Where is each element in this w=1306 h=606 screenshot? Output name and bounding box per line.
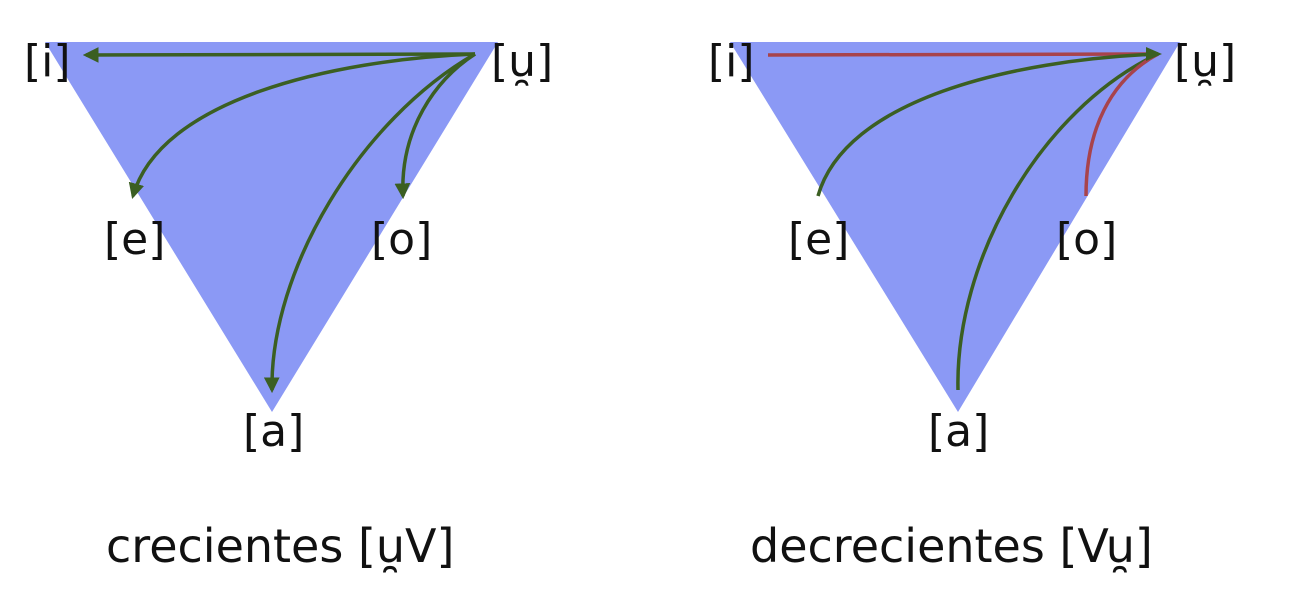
vowel-label-i: [i]	[708, 36, 755, 87]
vowel-label-a: [a]	[243, 406, 304, 457]
vowel-label-e: [e]	[104, 214, 165, 265]
arrow-u-to-o	[394, 52, 476, 200]
vowel-label-i: [i]	[24, 36, 71, 87]
arrow-u-to-a	[263, 52, 476, 394]
arrow-a-to-u	[956, 52, 1159, 391]
arrow-i-to-u	[767, 52, 1159, 57]
caption-crecientes: crecientes [u̯V]	[106, 519, 454, 573]
vowel-label-e: [e]	[788, 214, 849, 265]
diagram-crecientes: [i] [u̯] [e] [o] [a] crecientes [u̯V]	[24, 36, 553, 573]
vowel-label-o: [o]	[371, 214, 432, 265]
arrow-o-to-u	[1084, 52, 1159, 197]
arrowhead-u	[1146, 47, 1162, 61]
arrow-e-to-u	[816, 52, 1159, 197]
vowel-label-o: [o]	[1056, 214, 1117, 265]
vowel-label-a: [a]	[928, 406, 989, 457]
vowel-label-u: [u̯]	[491, 36, 553, 87]
diagram-decrecientes: [i] [u̯] [e] [o] [a] decrecientes [Vu̯]	[708, 36, 1236, 573]
vowel-label-u: [u̯]	[1174, 36, 1236, 87]
caption-decrecientes: decrecientes [Vu̯]	[750, 519, 1153, 573]
vowel-triangle-right	[730, 42, 1180, 412]
vowel-triangle-left	[45, 42, 498, 412]
arrow-u-to-e	[128, 52, 476, 200]
arrow-u-to-i	[82, 47, 476, 63]
